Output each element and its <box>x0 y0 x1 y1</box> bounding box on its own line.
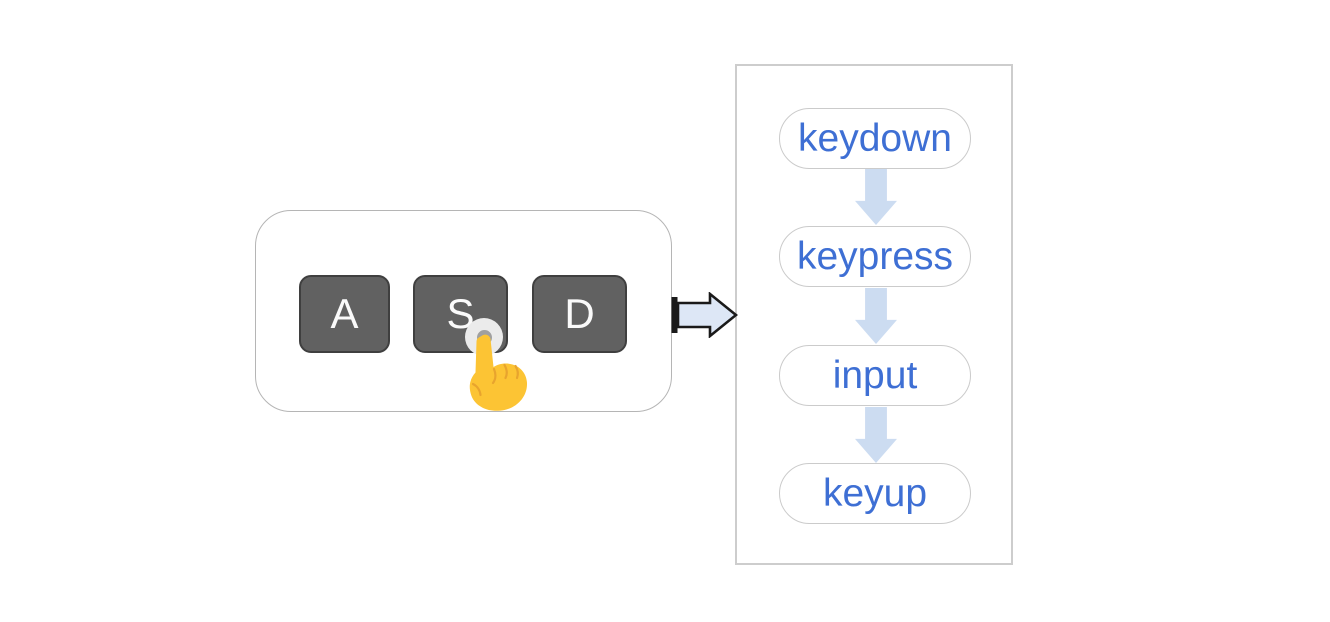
down-block-arrow-icon <box>855 288 897 344</box>
down-block-arrow-icon <box>855 407 897 463</box>
event-label-keydown: keydown <box>798 117 952 160</box>
keyboard-panel: A S D <box>255 210 672 412</box>
event-label-keypress: keypress <box>796 235 954 278</box>
event-flow-panel: keydown keypress input keyup <box>735 64 1013 565</box>
event-label-keyup: keyup <box>822 472 928 515</box>
event-pill-keyup: keyup <box>779 463 971 524</box>
event-pill-keydown: keydown <box>779 108 971 169</box>
event-label-input: input <box>832 354 918 397</box>
right-block-arrow-icon <box>671 292 738 338</box>
backhand-index-pointing-up-icon <box>469 334 528 411</box>
key-d: D <box>532 275 627 353</box>
down-block-arrow-icon <box>855 169 897 225</box>
key-a: A <box>299 275 390 353</box>
key-s: S <box>413 275 508 353</box>
event-pill-keypress: keypress <box>779 226 971 287</box>
event-pill-input: input <box>779 345 971 406</box>
key-d-label: D <box>564 290 595 337</box>
key-a-label: A <box>330 290 359 337</box>
